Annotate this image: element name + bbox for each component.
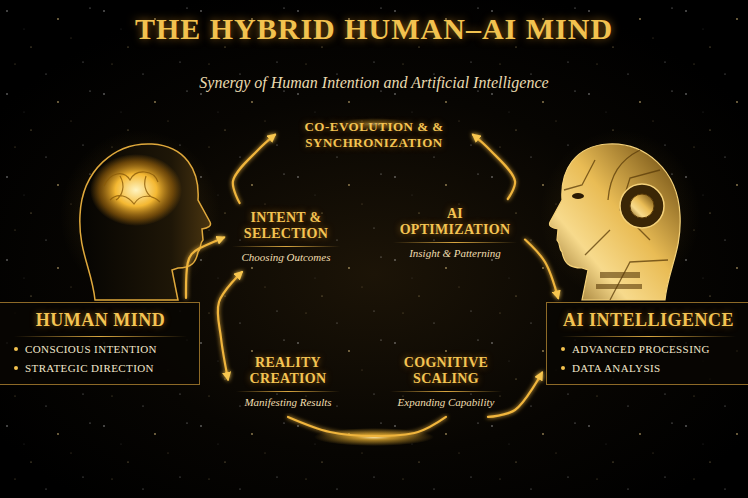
bullet-dot: [561, 366, 565, 370]
bullet-row: DATA ANALYSIS: [561, 361, 736, 375]
cycle-arrow: [186, 237, 224, 298]
bullet-dot: [561, 347, 565, 351]
node-heading: AI OPTIMIZATION: [393, 206, 517, 243]
bullet-dot: [14, 347, 18, 351]
bullet-row: CONSCIOUS INTENTION: [14, 342, 187, 356]
node-heading: INTENT & SELECTION: [232, 210, 340, 247]
node-subtitle: Manifesting Results: [236, 396, 340, 410]
cycle-stage: CO-EVOLUTION & & SYNCHRONIZATION: [279, 116, 469, 153]
cycle-stage: REALITY CREATION Manifesting Results: [232, 352, 344, 413]
node-heading: AI INTELLIGENCE: [561, 310, 736, 337]
node-subtitle: Expanding Capability: [390, 396, 502, 410]
node-heading: COGNITIVE SCALING: [390, 355, 502, 392]
node-subtitle: Choosing Outcomes: [232, 251, 340, 265]
diagram-title: THE HYBRID HUMAN–AI MIND: [0, 12, 748, 46]
bullet-row: STRATEGIC DIRECTION: [14, 361, 187, 375]
human-head: [60, 130, 220, 300]
bullet-dot: [14, 366, 18, 370]
cycle-stage: INTENT & SELECTION Choosing Outcomes: [228, 207, 344, 268]
cycle-arrow: [473, 135, 515, 199]
node-heading: CO-EVOLUTION & & SYNCHRONIZATION: [283, 119, 465, 150]
node-heading: REALITY CREATION: [236, 355, 340, 392]
mind-panel: AI INTELLIGENCE ADVANCED PROCESSING DATA A…: [546, 302, 748, 385]
subtitle: Synergy of Human Intention and Artificia…: [0, 74, 748, 92]
cycle-arrow: [288, 417, 446, 436]
bullet-item: STRATEGIC DIRECTION: [25, 361, 154, 375]
bullet-item: CONSCIOUS INTENTION: [25, 342, 157, 356]
mind-panel: HUMAN MIND CONSCIOUS INTENTION STRATEGIC D…: [0, 302, 200, 385]
bullet-item: DATA ANALYSIS: [572, 361, 660, 375]
title-rule: [100, 60, 648, 61]
cycle-stage: COGNITIVE SCALING Expanding Capability: [386, 352, 506, 413]
bullet-row: ADVANCED PROCESSING: [561, 342, 736, 356]
robot-head: [540, 130, 700, 300]
node-heading: HUMAN MIND: [14, 310, 187, 337]
node-subtitle: Insight & Patterning: [393, 247, 517, 261]
cycle-arrow: [525, 240, 558, 298]
cycle-arrow: [233, 135, 275, 203]
bullet-item: ADVANCED PROCESSING: [572, 342, 710, 356]
cycle-stage: AI OPTIMIZATION Insight & Patterning: [389, 203, 521, 264]
